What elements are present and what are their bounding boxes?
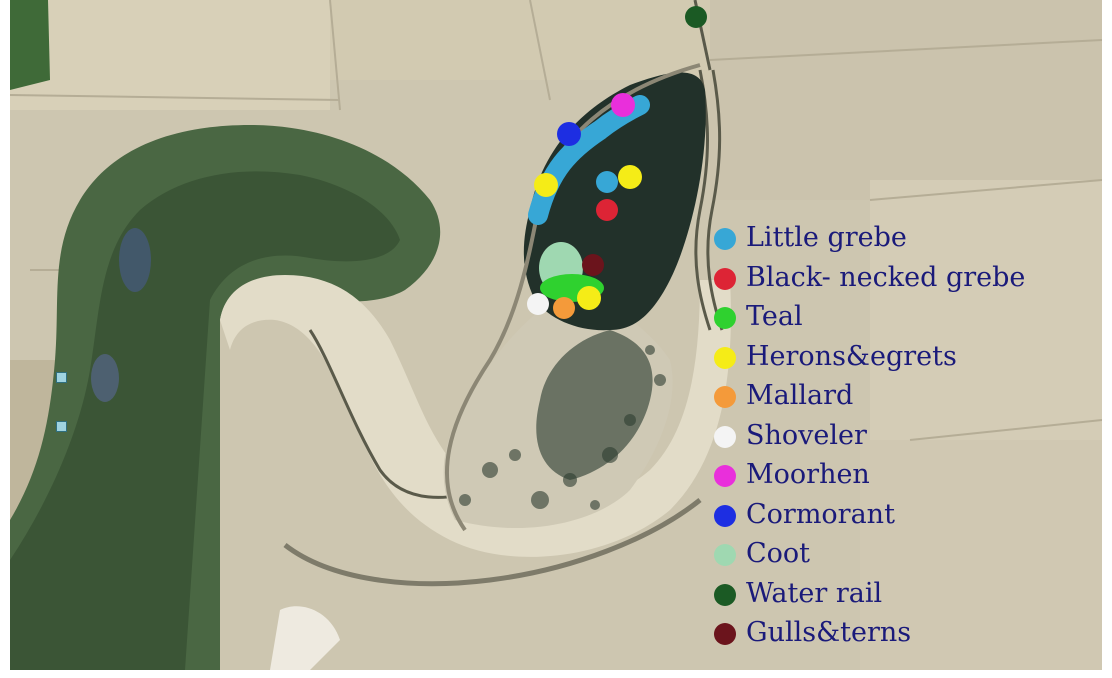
legend-label: Gulls&terns (746, 617, 912, 648)
legend-swatch-icon (714, 504, 736, 527)
map-pin-icon[interactable] (56, 372, 67, 383)
legend-label: Cormorant (746, 498, 895, 530)
legend-swatch-icon (714, 623, 736, 645)
legend-item: Moorhen (712, 457, 1092, 497)
legend-swatch-icon (714, 346, 736, 369)
legend-swatch-icon (714, 228, 736, 250)
legend-item: Coot (712, 536, 1092, 576)
legend-swatch-icon (714, 465, 736, 487)
little-grebe-marker (596, 171, 618, 193)
little-grebe-marker (528, 95, 650, 225)
legend-item: Mallard (712, 378, 1092, 418)
legend-swatch-icon (714, 583, 736, 606)
legend-item: Cormorant (712, 497, 1092, 537)
legend-swatch-icon (714, 544, 736, 566)
map-pin-icon[interactable] (56, 421, 67, 432)
black-necked-grebe-marker (596, 199, 618, 221)
herons-egrets-marker (534, 173, 558, 197)
legend-item: Gulls&terns (712, 615, 1092, 655)
map-background (10, 0, 1102, 670)
cormorant-marker (557, 122, 581, 146)
herons-egrets-marker (577, 286, 601, 310)
legend-label: Teal (746, 301, 803, 332)
legend-label: Coot (746, 538, 811, 569)
legend-item: Little grebe (712, 220, 1092, 260)
shoveler-marker (527, 293, 549, 315)
moorhen-marker (611, 93, 635, 117)
legend-label: Herons&egrets (746, 340, 957, 372)
legend-label: Little grebe (746, 222, 907, 253)
legend-swatch-icon (714, 425, 736, 448)
legend-swatch-icon (714, 307, 736, 329)
legend-swatch-icon (714, 267, 736, 290)
observation-markers (527, 6, 707, 319)
legend-item: Black- necked grebe (712, 260, 1092, 300)
legend-item: Teal (712, 299, 1092, 339)
legend-label: Moorhen (746, 459, 870, 490)
legend-label: Black- necked grebe (746, 261, 1026, 293)
gulls-terns-marker (582, 254, 604, 276)
legend-item: Shoveler (712, 418, 1092, 458)
satellite-map[interactable] (10, 0, 1102, 670)
legend-label: Mallard (746, 380, 854, 411)
mallard-marker (553, 297, 575, 319)
legend-swatch-icon (714, 386, 736, 408)
water-rail-marker (685, 6, 707, 28)
legend-item: Water rail (712, 576, 1092, 616)
legend-label: Water rail (746, 577, 883, 609)
legend-item: Herons&egrets (712, 339, 1092, 379)
herons-egrets-marker (618, 165, 642, 189)
legend-label: Shoveler (746, 419, 867, 451)
